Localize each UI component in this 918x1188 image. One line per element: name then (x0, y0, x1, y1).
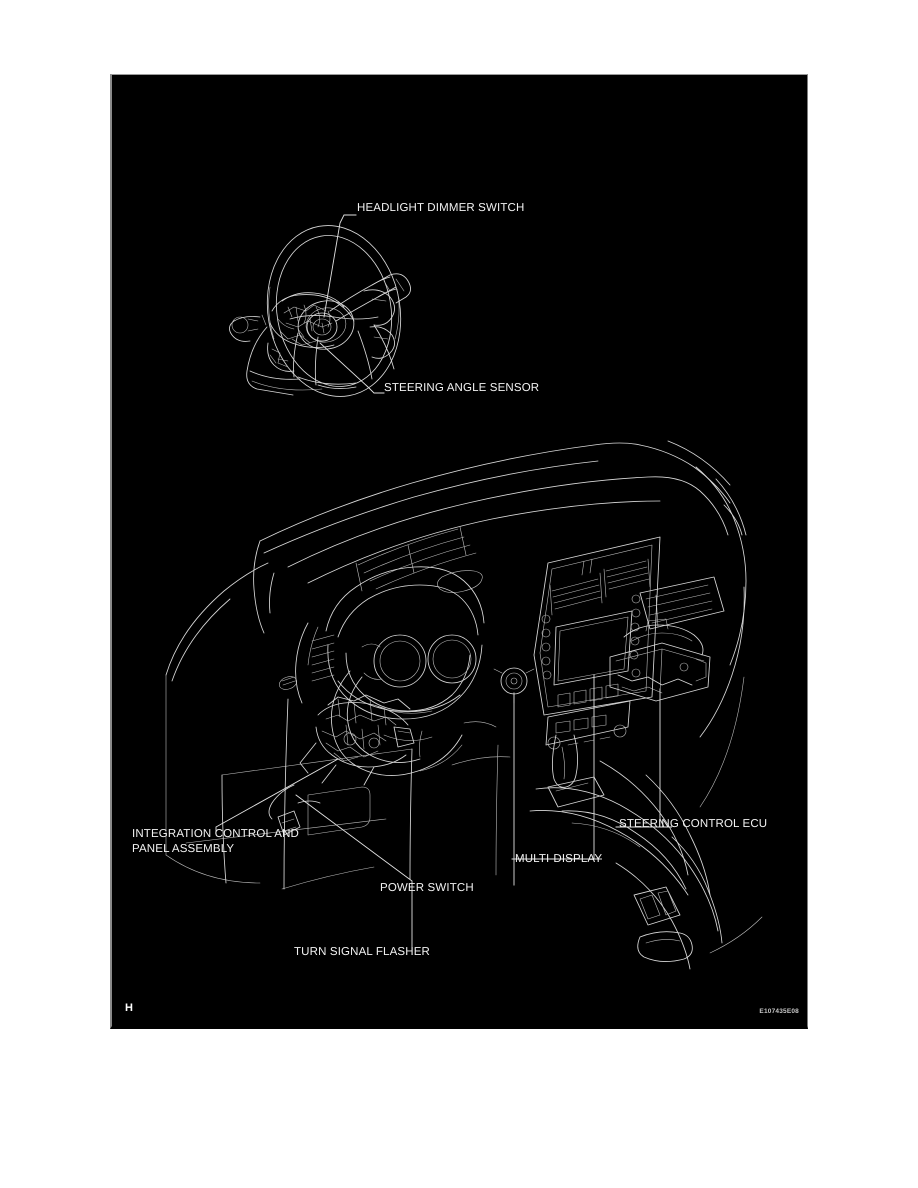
left-lower-dash (278, 622, 335, 704)
leader-integration-control-and-panel-assembly (215, 758, 339, 832)
multi-display-screen (553, 610, 633, 686)
turn-signal-flasher-module (268, 784, 321, 836)
integration-control-panel-assembly (299, 694, 415, 786)
steering-wheel-in-dash (330, 670, 463, 776)
headlight-dimmer-switch-stalk (329, 273, 411, 322)
center-console (529, 734, 723, 970)
combination-switch-detail (267, 292, 355, 372)
figure-code-label: E107435E08 (759, 1008, 799, 1015)
technical-illustration-art (165, 214, 763, 970)
leader-multi-display (511, 674, 602, 860)
callout-steering-control-ecu: STEERING CONTROL ECU (619, 818, 768, 830)
right-air-vent (639, 576, 725, 630)
page-letter-marker: H (125, 1002, 133, 1014)
floor-body-lines (165, 674, 763, 954)
leader-steering-control-ecu (615, 688, 672, 828)
meter-cluster (325, 566, 485, 720)
steering-control-ecu-module (609, 618, 711, 702)
defroster-vent (355, 526, 477, 592)
leader-headlight-dimmer-switch (323, 214, 357, 318)
figure-canvas: HEADLIGHT DIMMER SWITCH STEERING ANGLE S… (112, 75, 807, 1026)
callout-headlight-dimmer-switch: HEADLIGHT DIMMER SWITCH (357, 202, 525, 214)
callout-multi-display: MULTI-DISPLAY (515, 853, 603, 865)
figure-frame: HEADLIGHT DIMMER SWITCH STEERING ANGLE S… (110, 74, 808, 1029)
leader-turn-signal-flasher (295, 794, 413, 950)
callout-integration-control-and-panel-assembly: INTEGRATION CONTROL AND PANEL ASSEMBLY (132, 828, 300, 855)
leader-steering-angle-sensor (319, 342, 385, 394)
callout-power-switch: POWER SWITCH (380, 882, 474, 894)
callout-turn-signal-flasher: TURN SIGNAL FLASHER (294, 946, 430, 958)
left-stalk-stub (229, 314, 267, 342)
callout-steering-angle-sensor: STEERING ANGLE SENSOR (384, 382, 540, 394)
center-air-vents (549, 558, 651, 616)
instrument-panel-assembly (165, 440, 763, 970)
steering-wheel-assembly (229, 225, 411, 397)
center-stack (533, 536, 661, 750)
